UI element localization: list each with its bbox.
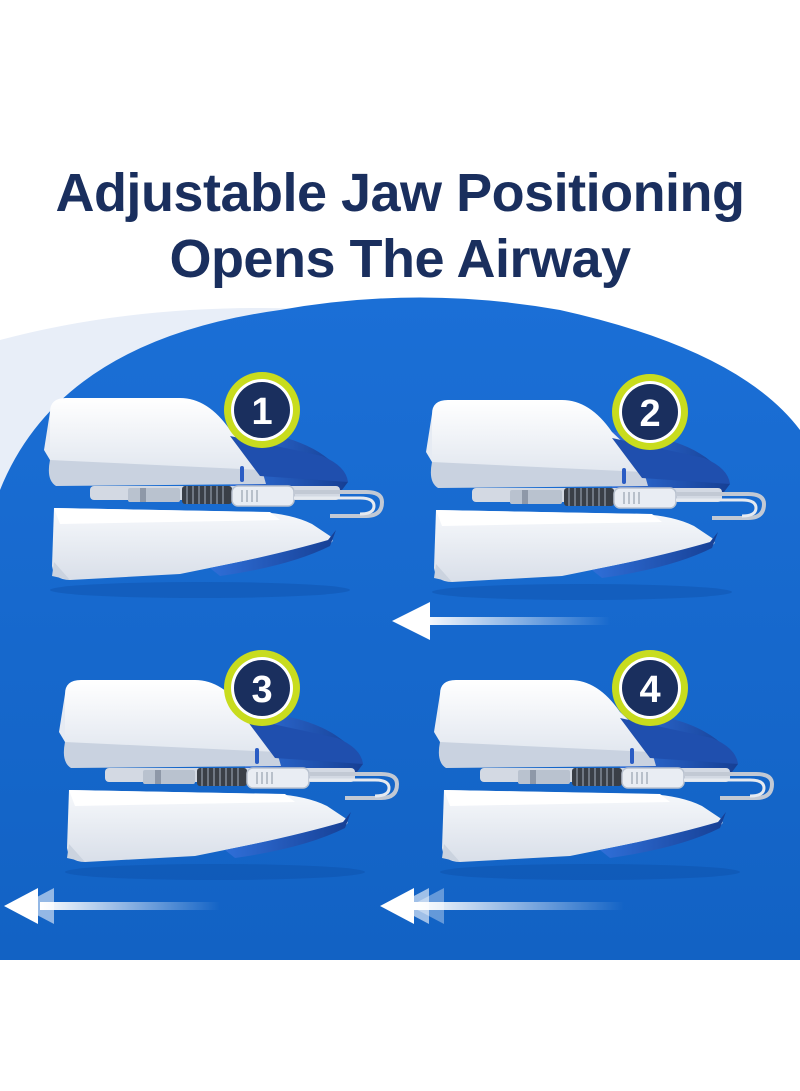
step-3-arrow-icon [4, 888, 220, 924]
page-title: Adjustable Jaw Positioning Opens The Air… [0, 160, 800, 292]
title-line-2: Opens The Airway [169, 229, 631, 289]
step-1-number: 1 [251, 391, 272, 433]
step-4-badge: 4 [612, 650, 688, 726]
step-2-number: 2 [639, 393, 660, 435]
step-4-arrow-icon [380, 888, 624, 924]
step-1-badge: 1 [224, 372, 300, 448]
illustration-area: 1 2 3 4 [0, 290, 800, 960]
step-2-arrow-icon [392, 602, 610, 640]
step-3-number: 3 [251, 669, 272, 711]
step-3-badge: 3 [224, 650, 300, 726]
step-4-number: 4 [639, 669, 660, 711]
title-line-1: Adjustable Jaw Positioning [55, 163, 745, 223]
step-2-badge: 2 [612, 374, 688, 450]
